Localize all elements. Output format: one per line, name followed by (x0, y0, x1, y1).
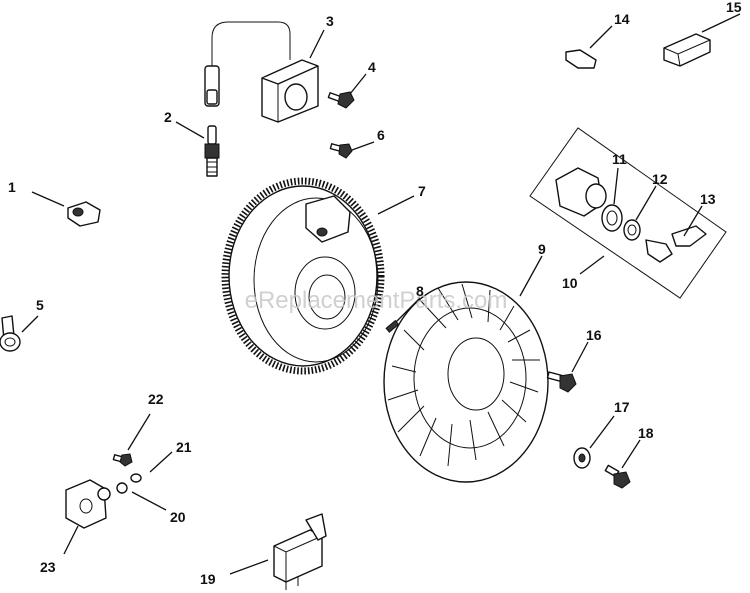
callout-5: 5 (36, 297, 44, 313)
screw-6 (329, 143, 353, 159)
spark-plug (204, 125, 220, 177)
clip-14 (565, 49, 597, 69)
callout-9: 9 (538, 241, 546, 257)
watermark-text: eReplacementParts.com (245, 287, 508, 314)
clamp (0, 315, 21, 352)
callout-21: 21 (176, 439, 192, 455)
ignition-module (204, 21, 319, 123)
bolt-18 (604, 464, 631, 489)
fuse (663, 33, 711, 67)
callout-15: 15 (726, 0, 742, 15)
callout-1: 1 (8, 179, 16, 195)
cooling-fan (383, 281, 549, 483)
callout-23: 23 (40, 559, 56, 575)
wire-clip (67, 201, 101, 227)
callout-7: 7 (418, 183, 426, 199)
screw-4 (327, 91, 355, 109)
callout-11: 11 (612, 151, 627, 167)
callout-13: 13 (700, 191, 716, 207)
bolt-16 (546, 371, 577, 393)
callout-labels: 1 2 3 4 5 6 7 8 9 10 11 12 13 14 15 16 1… (8, 0, 742, 587)
regulator-assembly (65, 453, 142, 529)
callout-17: 17 (614, 399, 630, 415)
switch-kit-box (529, 127, 727, 299)
leader-lines (21, 13, 741, 575)
callout-10: 10 (562, 275, 578, 291)
callout-22: 22 (148, 391, 164, 407)
callout-20: 20 (170, 509, 186, 525)
washer-17 (573, 447, 591, 469)
callout-4: 4 (368, 59, 376, 75)
callout-3: 3 (326, 13, 334, 29)
flywheel-key (385, 319, 400, 333)
callout-18: 18 (638, 425, 654, 441)
callout-8: 8 (416, 283, 424, 299)
callout-12: 12 (652, 171, 668, 187)
callout-19: 19 (200, 571, 216, 587)
callout-2: 2 (164, 109, 172, 125)
callout-14: 14 (614, 11, 630, 27)
relay (273, 513, 327, 590)
callout-16: 16 (586, 327, 602, 343)
flywheel (221, 177, 385, 375)
callout-6: 6 (377, 127, 385, 143)
